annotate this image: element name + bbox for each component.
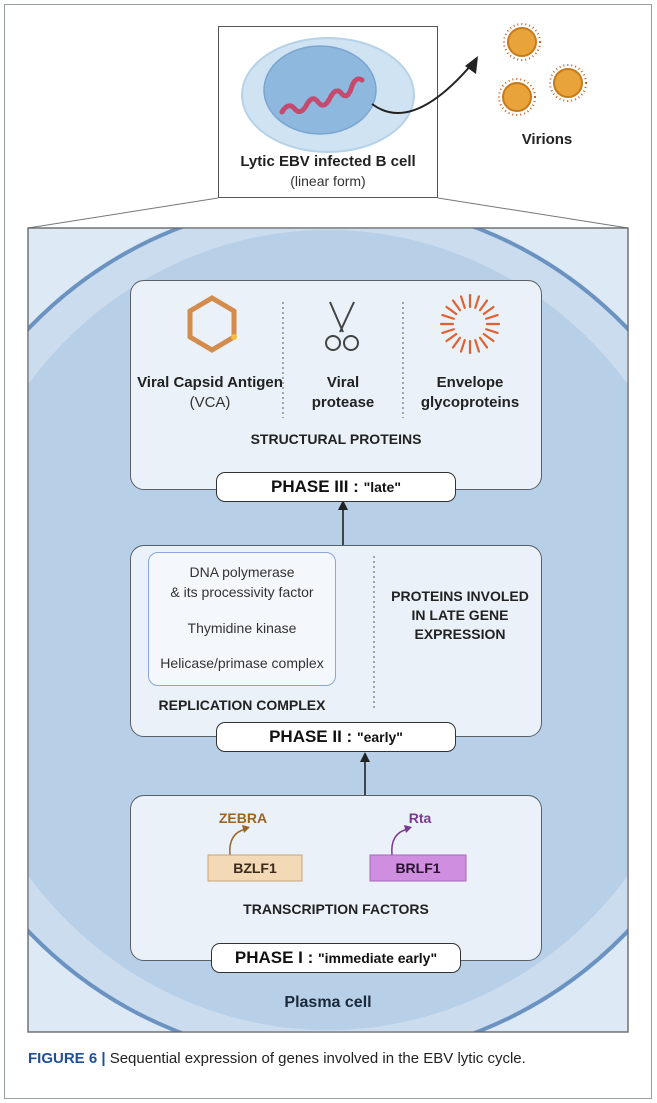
scissors-icon bbox=[325, 301, 359, 351]
envelope-line2: glycoproteins bbox=[420, 394, 520, 411]
lytic-cell-title: Lytic EBV infected B cell bbox=[240, 153, 416, 170]
plasma-cell-label: Plasma cell bbox=[284, 994, 372, 1011]
figure-caption-text: Sequential expression of genes involved … bbox=[105, 1050, 526, 1067]
bzlf1-label: BZLF1 bbox=[233, 860, 277, 876]
vca-abbr: (VCA) bbox=[189, 394, 231, 411]
viral-protease-line2: protease bbox=[311, 394, 375, 411]
figure-frame bbox=[4, 4, 652, 1099]
rta-label: Rta bbox=[408, 810, 432, 826]
phase3-badge: PHASE III : "late" bbox=[216, 472, 456, 502]
phase3-icons bbox=[187, 293, 501, 418]
envelope-line1: Envelope bbox=[436, 374, 504, 391]
phase3-quote: "late" bbox=[363, 479, 401, 495]
replication-complex-label: REPLICATION COMPLEX bbox=[158, 697, 326, 713]
virions-label: Virions bbox=[521, 131, 573, 148]
figure-caption: FIGURE 6 | Sequential expression of gene… bbox=[28, 1050, 526, 1067]
viral-protease-line1: Viral bbox=[326, 374, 360, 391]
lytic-cell-subtitle: (linear form) bbox=[290, 173, 366, 189]
late-gene-line2: IN LATE GENE bbox=[411, 607, 509, 623]
replication-item-3: Thymidine kinase bbox=[187, 620, 297, 636]
vca-label: Viral Capsid Antigen bbox=[137, 374, 283, 391]
replication-item-1: DNA polymerase bbox=[189, 564, 295, 580]
zebra-arrow-icon bbox=[229, 825, 250, 856]
release-arrow-icon bbox=[371, 56, 478, 114]
phase1-panel bbox=[130, 795, 542, 961]
transcription-factors-label: TRANSCRIPTION FACTORS bbox=[243, 901, 429, 917]
replication-item-2: & its processivity factor bbox=[170, 584, 314, 600]
arrow-phase1-to-phase2 bbox=[360, 752, 370, 795]
phase1-title: PHASE I : bbox=[234, 948, 318, 967]
b-cell-icon bbox=[241, 37, 415, 153]
bzlf1-gene-box bbox=[207, 854, 303, 882]
phase2-badge: PHASE II : "early" bbox=[216, 722, 456, 752]
arrow-phase2-to-phase3 bbox=[338, 500, 348, 545]
phase1-icons bbox=[207, 825, 467, 882]
rta-arrow-icon bbox=[391, 825, 412, 856]
virions-icon bbox=[498, 23, 587, 116]
phase2-quote: "early" bbox=[356, 729, 403, 745]
capsid-hexagon-icon bbox=[187, 295, 237, 353]
late-gene-line3: EXPRESSION bbox=[414, 626, 506, 642]
zebra-label: ZEBRA bbox=[218, 810, 268, 826]
phase2-separator bbox=[373, 556, 375, 711]
figure-label: FIGURE 6 | bbox=[28, 1050, 106, 1067]
phase1-quote: "immediate early" bbox=[318, 950, 438, 966]
replication-complex-box bbox=[148, 552, 336, 686]
late-gene-line1: PROTEINS INVOLED bbox=[391, 588, 529, 604]
phase1-badge: PHASE I : "immediate early" bbox=[211, 943, 461, 973]
brlf1-gene-box bbox=[369, 854, 467, 882]
brlf1-label: BRLF1 bbox=[395, 860, 441, 876]
phase3-title: PHASE III : bbox=[271, 477, 364, 496]
replication-item-4: Helicase/primase complex bbox=[160, 655, 324, 671]
glycoprotein-ring-icon bbox=[439, 293, 501, 355]
structural-proteins-label: STRUCTURAL PROTEINS bbox=[250, 431, 422, 447]
phase2-title: PHASE II : bbox=[269, 727, 357, 746]
